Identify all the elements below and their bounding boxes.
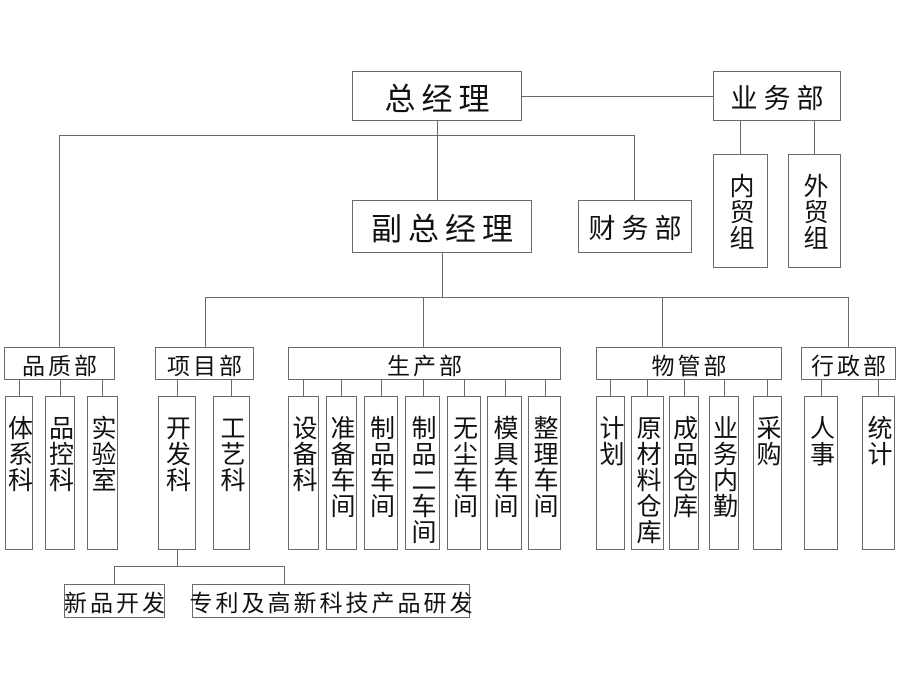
prep-workshop-box[interactable]: 准备车间: [326, 396, 357, 550]
business-outer-trade-box[interactable]: 外贸组: [788, 154, 841, 268]
label: 成品仓库: [669, 415, 699, 519]
statistics-box[interactable]: 统计: [862, 396, 895, 550]
development-section-box[interactable]: 开发科: [158, 396, 196, 550]
connector-sub: [19, 379, 20, 396]
connector-dev-patent: [284, 566, 285, 585]
finished-goods-warehouse-box[interactable]: 成品仓库: [669, 396, 699, 550]
business-support-box[interactable]: 业务内勤: [709, 396, 739, 550]
patent-hitech-rd-box[interactable]: 专利及高新科技产品研发: [190, 584, 473, 618]
label: 开发科: [162, 415, 192, 493]
connector-materials-up: [662, 297, 663, 347]
finishing-workshop-box[interactable]: 整理车间: [528, 396, 561, 550]
label: 采购: [753, 415, 782, 467]
hr-box[interactable]: 人事: [804, 396, 838, 550]
label: 无尘车间: [449, 415, 479, 519]
vp-box[interactable]: 副总经理: [352, 200, 532, 253]
process-section-box[interactable]: 工艺科: [213, 396, 250, 550]
planning-box[interactable]: 计划: [596, 396, 625, 550]
laboratory-box[interactable]: 实验室: [87, 396, 118, 550]
connector-business-outer: [814, 120, 815, 154]
connector-sub: [684, 379, 685, 396]
connector-project-up: [205, 297, 206, 347]
finance-dept-box[interactable]: 财务部: [578, 200, 692, 253]
project-dept-box[interactable]: 项目部: [155, 347, 254, 380]
connector-sub: [423, 379, 424, 396]
connector-dev-bus: [114, 566, 284, 567]
connector-admin-up: [848, 297, 849, 347]
quality-system-box[interactable]: 体系科: [4, 396, 34, 550]
connector-sub: [647, 379, 648, 396]
business-inner-trade-box[interactable]: 内贸组: [713, 154, 768, 268]
connector-sub: [177, 379, 178, 396]
raw-material-warehouse-box[interactable]: 原材料仓库: [631, 396, 664, 550]
connector-sub: [878, 379, 879, 396]
connector-sub: [381, 379, 382, 396]
connector-sub: [505, 379, 506, 396]
connector-sub: [464, 379, 465, 396]
product-workshop-2-box[interactable]: 制品二车间: [405, 396, 440, 550]
connector-sub: [724, 379, 725, 396]
connector-sub: [610, 379, 611, 396]
business-dept-box[interactable]: 业务部: [713, 71, 841, 121]
cleanroom-workshop-box[interactable]: 无尘车间: [447, 396, 481, 550]
materials-dept-box[interactable]: 物管部: [596, 347, 782, 380]
connector-sub: [341, 379, 342, 396]
label: 品控科: [45, 415, 75, 493]
connector-sub: [231, 379, 232, 396]
connector-sub: [821, 379, 822, 396]
production-dept-box[interactable]: 生产部: [288, 347, 561, 380]
label: 计划: [596, 415, 625, 467]
mold-workshop-box[interactable]: 模具车间: [487, 396, 522, 550]
new-product-dev-box[interactable]: 新品开发: [64, 584, 165, 618]
connector-sub: [102, 379, 103, 396]
product-workshop-box[interactable]: 制品车间: [364, 396, 398, 550]
connector-sub: [60, 379, 61, 396]
label: 业务内勤: [709, 415, 739, 519]
quality-control-box[interactable]: 品控科: [45, 396, 75, 550]
label: 原材料仓库: [633, 415, 662, 545]
connector-finance-up: [634, 135, 635, 200]
label: 工艺科: [217, 415, 246, 493]
connector-sub: [303, 379, 304, 396]
connector-business-inner: [740, 120, 741, 154]
label: 实验室: [88, 415, 117, 493]
ceo-box[interactable]: 总经理: [352, 71, 522, 121]
label: 整理车间: [530, 415, 559, 519]
connector-sub: [767, 379, 768, 396]
label: 统计: [864, 415, 893, 467]
connector-ceo-business: [521, 96, 713, 97]
label: 制品车间: [366, 415, 396, 519]
admin-dept-box[interactable]: 行政部: [801, 347, 896, 380]
connector-vp-down: [442, 252, 443, 297]
label: 内贸组: [726, 173, 755, 251]
connector-sub: [545, 379, 546, 396]
label: 制品二车间: [408, 415, 437, 545]
label: 外贸组: [800, 173, 829, 251]
connector-top-bus: [59, 135, 634, 136]
connector-dev-down: [177, 549, 178, 566]
connector-dev-new: [114, 566, 115, 585]
connector-dept-bus: [205, 297, 848, 298]
label: 设备科: [289, 415, 318, 493]
connector-production-up: [423, 297, 424, 347]
purchasing-box[interactable]: 采购: [753, 396, 782, 550]
connector-quality-up: [59, 135, 60, 347]
label: 人事: [806, 415, 836, 467]
equipment-section-box[interactable]: 设备科: [288, 396, 319, 550]
connector-ceo-down: [437, 120, 438, 200]
label: 模具车间: [490, 415, 519, 519]
label: 准备车间: [327, 415, 356, 519]
quality-dept-box[interactable]: 品质部: [4, 347, 115, 380]
label: 体系科: [4, 415, 34, 493]
